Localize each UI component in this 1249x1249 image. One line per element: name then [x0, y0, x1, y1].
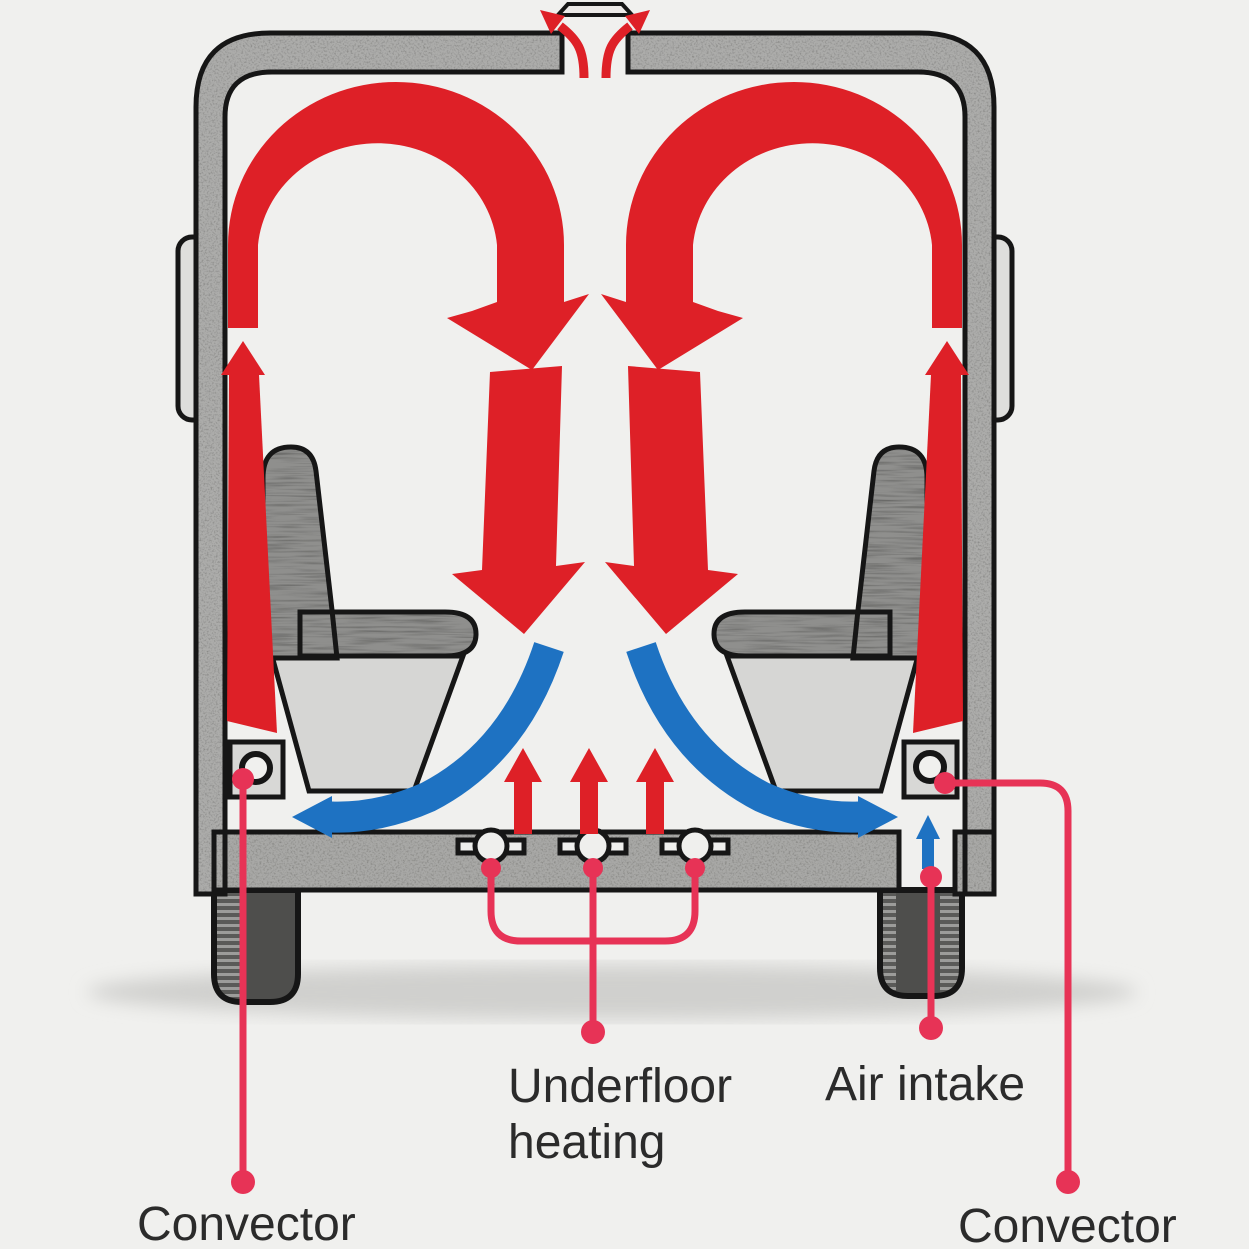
label-convector-right: Convector	[958, 1200, 1177, 1249]
heater-valve-2	[557, 827, 629, 865]
warm-air-riser-left-head-icon	[221, 341, 265, 375]
wheel-right-tread-outer	[880, 890, 896, 996]
warm-air-riser-left-icon	[227, 375, 277, 733]
wheels	[214, 890, 962, 1005]
wheel-right	[880, 890, 962, 1000]
roof-vent-lid-icon	[553, 2, 637, 17]
warm-air-down-arrow-left-icon	[452, 366, 585, 634]
warm-air-loop-right-icon	[601, 82, 962, 370]
roof-exhaust-arrow-right-tail	[601, 22, 633, 79]
leader-dot-air-intake-source	[920, 866, 942, 888]
wheel-left	[214, 890, 298, 1005]
leader-dot-underfloor	[581, 1020, 605, 1044]
leader-dot-valve-1	[481, 858, 501, 878]
warm-air-down-arrow-right-icon	[605, 366, 738, 634]
leader-dot-convector-right-source	[934, 772, 956, 794]
label-underfloor-line1: Underfloor	[508, 1060, 732, 1113]
leader-dot-convector-left-source	[232, 768, 254, 790]
roof-vent	[553, 2, 637, 17]
warm-air-riser-right-head-icon	[925, 341, 969, 375]
leader-dots	[231, 768, 1080, 1194]
leader-line-valve-3	[589, 868, 699, 945]
roof-exhaust-arrow-left-head-icon	[540, 10, 565, 34]
leader-dot-convector-left	[231, 1170, 255, 1194]
ground-shadow	[87, 965, 1137, 1019]
leader-dot-valve-2	[583, 858, 603, 878]
leader-dot-convector-right	[1056, 1170, 1080, 1194]
cool-air-flow	[292, 642, 940, 869]
cool-air-sweep-right-tail	[626, 642, 860, 833]
underfloor-heat-arrow-3-icon	[636, 748, 674, 834]
heater-valves	[455, 827, 731, 865]
convector-right-outlet-icon	[913, 750, 947, 784]
cool-air-sweep-left-head-icon	[292, 796, 332, 838]
leader-line-valve-1	[487, 868, 597, 945]
air-intake-arrow-icon	[916, 815, 940, 869]
underfloor-heat-arrow-1-icon	[504, 748, 542, 834]
leader-dot-valve-3	[685, 858, 705, 878]
label-underfloor-line2: heating	[508, 1116, 665, 1169]
warm-air-flow	[221, 10, 969, 834]
leader-line-convector-right	[941, 779, 1072, 1179]
heater-valve-1	[455, 827, 527, 865]
leader-dot-air-intake	[919, 1016, 943, 1040]
wheel-left-tread	[214, 890, 244, 1002]
warm-air-loop-left-icon	[228, 82, 589, 370]
roof-exhaust-arrow-right-head-icon	[625, 10, 650, 34]
underfloor-heat-arrow-2-icon	[570, 748, 608, 834]
cool-air-sweep-right-head-icon	[858, 796, 898, 838]
roof-exhaust-arrow-left-tail	[557, 22, 589, 79]
cool-air-sweep-left-tail	[330, 642, 564, 833]
leader-lines	[239, 775, 1072, 1179]
label-convector-left: Convector	[137, 1198, 356, 1249]
heater-valve-3	[659, 827, 731, 865]
label-air-intake: Air intake	[825, 1058, 1025, 1111]
wheel-right-tread-inner	[940, 890, 962, 996]
warm-air-riser-right-icon	[913, 375, 963, 733]
labels: Convector Underfloor heating Air intake …	[137, 1058, 1177, 1249]
